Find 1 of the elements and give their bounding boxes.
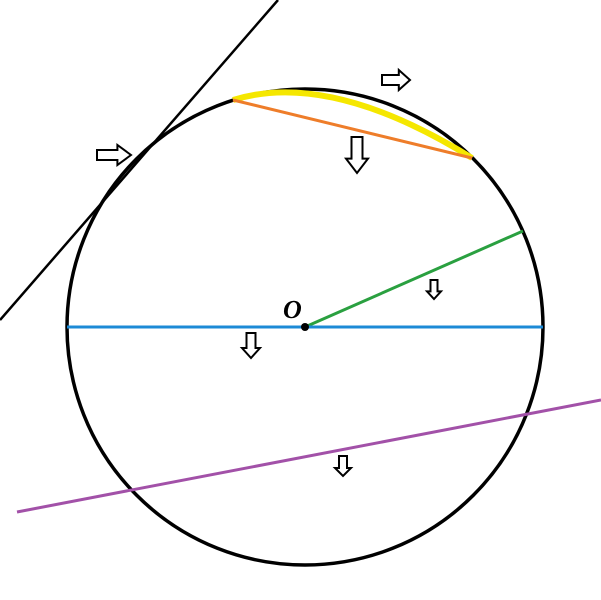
center-label: O [283, 297, 302, 323]
